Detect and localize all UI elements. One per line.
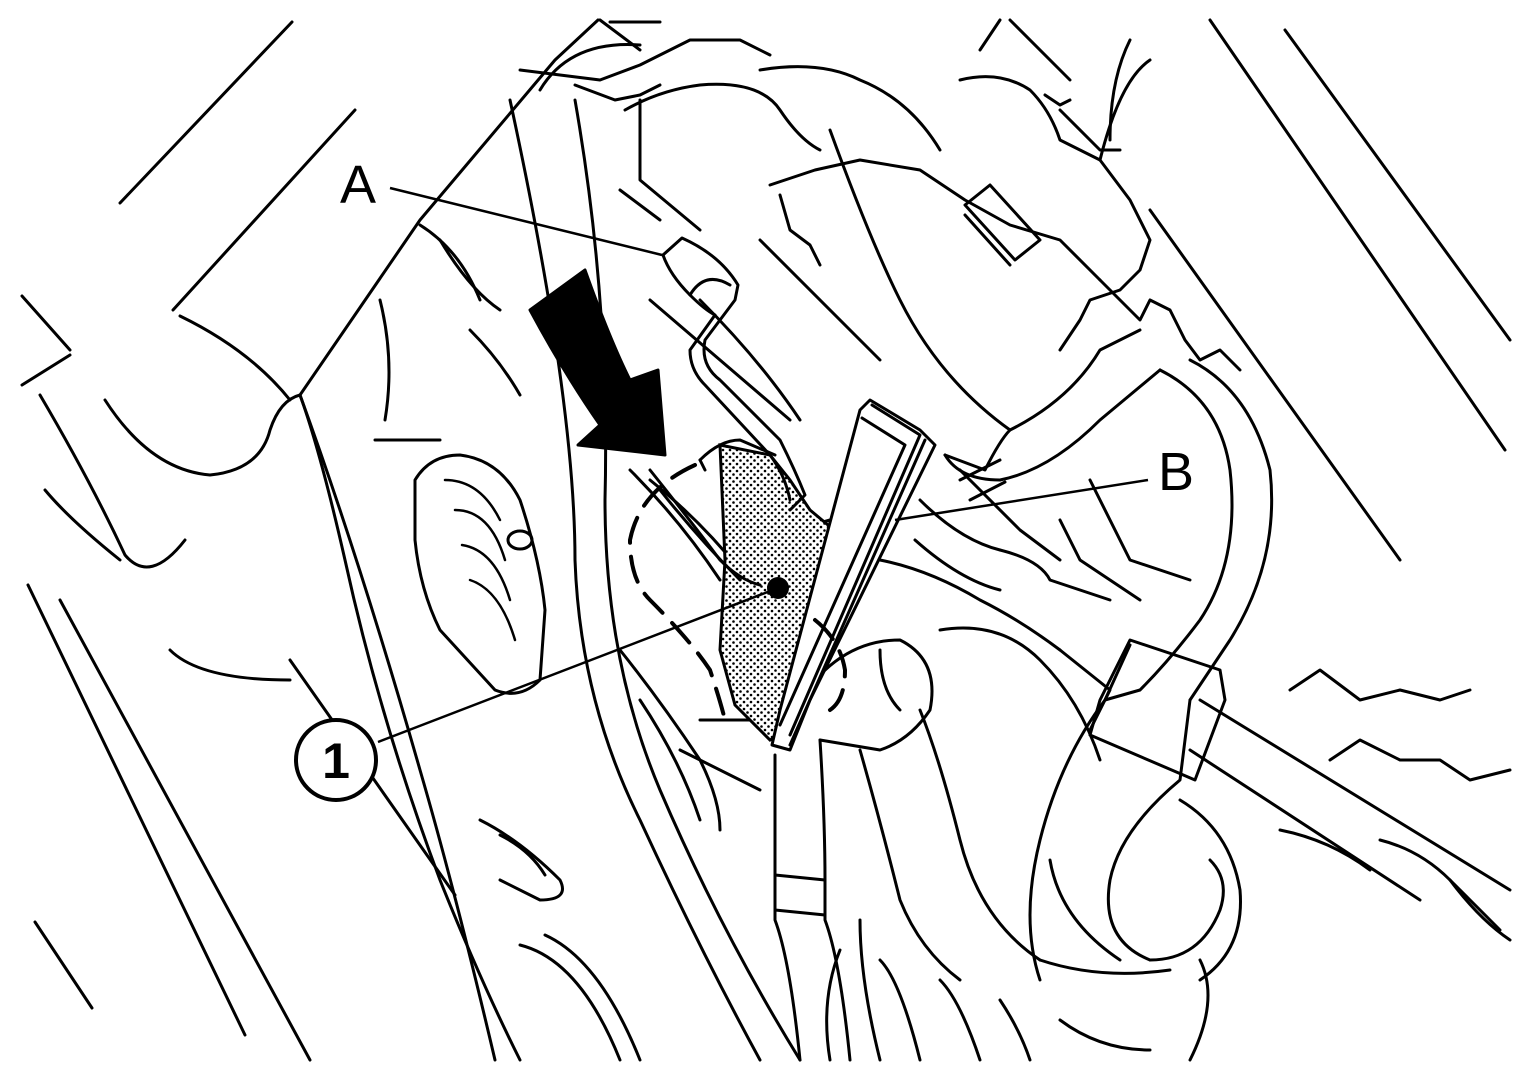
callout-label-b: B [1158, 442, 1194, 502]
upper-housing [518, 18, 1102, 432]
right-box-component [958, 18, 1242, 372]
diagonal-hose [878, 328, 1192, 732]
callout-circle [294, 718, 378, 802]
left-body-panel [20, 18, 600, 1062]
direction-arrow-icon [528, 268, 667, 457]
bracket-assembly [373, 223, 642, 1062]
callout-label-1: 1 [322, 733, 350, 789]
callout-number-1: 1 [294, 718, 378, 802]
wire-tool-a [661, 236, 807, 512]
callout-label-a: A [340, 155, 376, 215]
right-hose [1028, 358, 1274, 1062]
rod-tool-b [770, 398, 937, 752]
leader-line-1 [377, 586, 779, 744]
leader-line-b [894, 478, 1149, 522]
hidden-outline [627, 463, 848, 722]
leader-line-a [389, 186, 663, 257]
right-frame-lines [1148, 18, 1512, 942]
lower-hoses [773, 626, 1172, 1062]
